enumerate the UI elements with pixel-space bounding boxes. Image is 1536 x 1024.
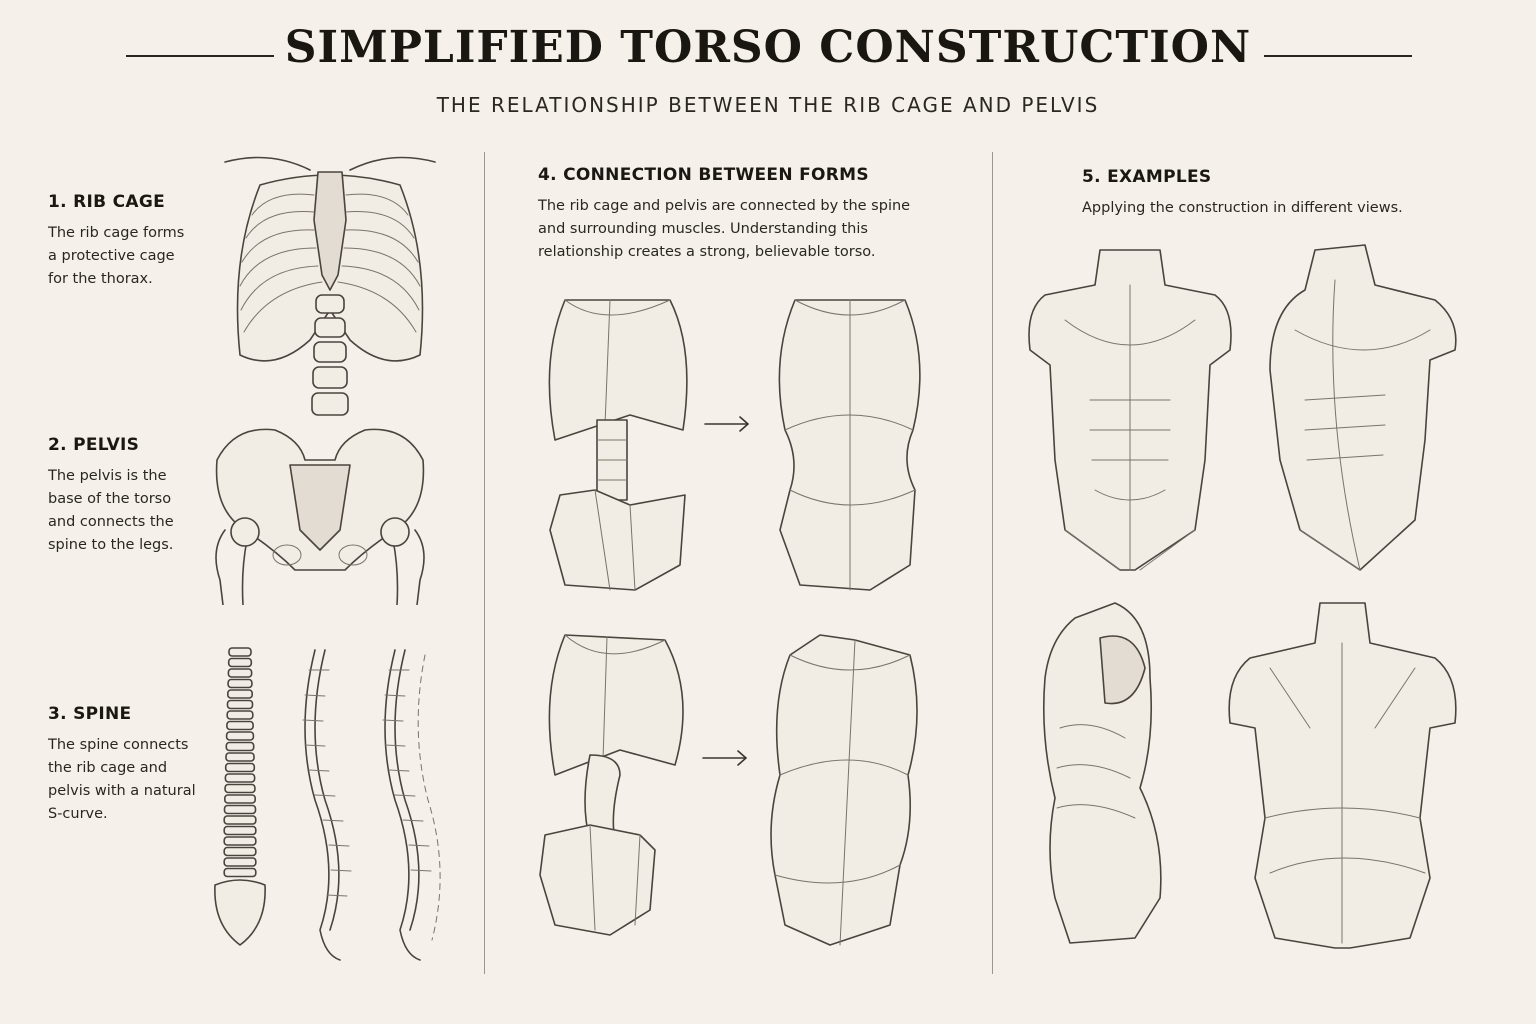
page-subtitle: THE RELATIONSHIP BETWEEN THE RIB CAGE AN… xyxy=(436,93,1100,117)
header: SIMPLIFIED TORSO CONSTRUCTION THE RELATI… xyxy=(0,0,1536,130)
vertebra xyxy=(226,710,254,720)
pelvis-illustration xyxy=(215,428,425,605)
examples-section: 5. EXAMPLES Applying the construction in… xyxy=(1082,167,1482,220)
spine-front-illustration xyxy=(214,647,266,946)
vertebra xyxy=(224,783,256,794)
vertebra xyxy=(224,762,256,773)
examples-heading: 5. EXAMPLES xyxy=(1082,167,1212,187)
column-divider-2 xyxy=(992,152,993,974)
rib-cage-section: 1. RIB CAGE The rib cage forms a protect… xyxy=(48,192,218,291)
spine-heading: 3. SPINE xyxy=(48,704,132,724)
vertebra xyxy=(223,804,257,815)
vertebra xyxy=(223,846,257,857)
pelvis-description: The pelvis is the base of the torso and … xyxy=(48,468,174,553)
spine-side-illustration xyxy=(302,649,352,961)
connection-section: 4. CONNECTION BETWEEN FORMS The rib cage… xyxy=(538,165,958,264)
connection-heading: 4. CONNECTION BETWEEN FORMS xyxy=(538,165,869,185)
vertebra xyxy=(223,794,256,804)
torso-back-view xyxy=(1228,602,1457,949)
title-rule-right xyxy=(1264,55,1412,57)
spine-section: 3. SPINE The spine connects the rib cage… xyxy=(48,704,218,826)
block-form-separated-top xyxy=(548,299,688,591)
vertebra xyxy=(226,720,254,731)
torso-side-view xyxy=(1042,602,1162,944)
right-arrow-icon xyxy=(704,416,750,432)
vertebra xyxy=(228,647,252,657)
vertebra xyxy=(227,678,253,689)
vertebra xyxy=(224,773,256,783)
vertebra xyxy=(223,857,257,867)
vertebra xyxy=(225,741,255,752)
vertebra xyxy=(225,731,255,741)
vertebra xyxy=(223,815,257,825)
rib-cage-heading: 1. RIB CAGE xyxy=(48,192,165,212)
right-arrow-icon xyxy=(702,750,748,766)
block-form-connected-bottom xyxy=(770,634,918,946)
rib-cage-illustration xyxy=(224,156,436,362)
block-form-separated-bottom xyxy=(539,634,684,936)
pelvis-heading: 2. PELVIS xyxy=(48,435,140,455)
vertebra xyxy=(227,668,253,678)
vertebra xyxy=(223,836,257,846)
vertebra xyxy=(227,657,253,668)
torso-front-view xyxy=(1028,249,1232,571)
rib-cage-description: The rib cage forms a protective cage for… xyxy=(48,225,185,287)
page-title: SIMPLIFIED TORSO CONSTRUCTION xyxy=(284,22,1252,73)
column-divider-1 xyxy=(484,152,485,974)
vertebra xyxy=(225,752,255,762)
vertebra xyxy=(226,699,254,710)
spine-lumbar-illustration xyxy=(311,294,349,416)
examples-description: Applying the construction in different v… xyxy=(1082,200,1403,216)
title-rule-left xyxy=(126,55,274,57)
pelvis-section: 2. PELVIS The pelvis is the base of the … xyxy=(48,435,218,557)
vertebra xyxy=(223,825,257,836)
spine-description: The spine connects the rib cage and pelv… xyxy=(48,737,196,822)
connection-description: The rib cage and pelvis are connected by… xyxy=(538,198,911,260)
torso-three-quarter-view xyxy=(1269,244,1457,571)
vertebra xyxy=(223,867,257,878)
vertebra xyxy=(226,689,253,699)
block-form-connected-top xyxy=(778,299,921,591)
spine-side-curve-illustration xyxy=(382,649,441,961)
